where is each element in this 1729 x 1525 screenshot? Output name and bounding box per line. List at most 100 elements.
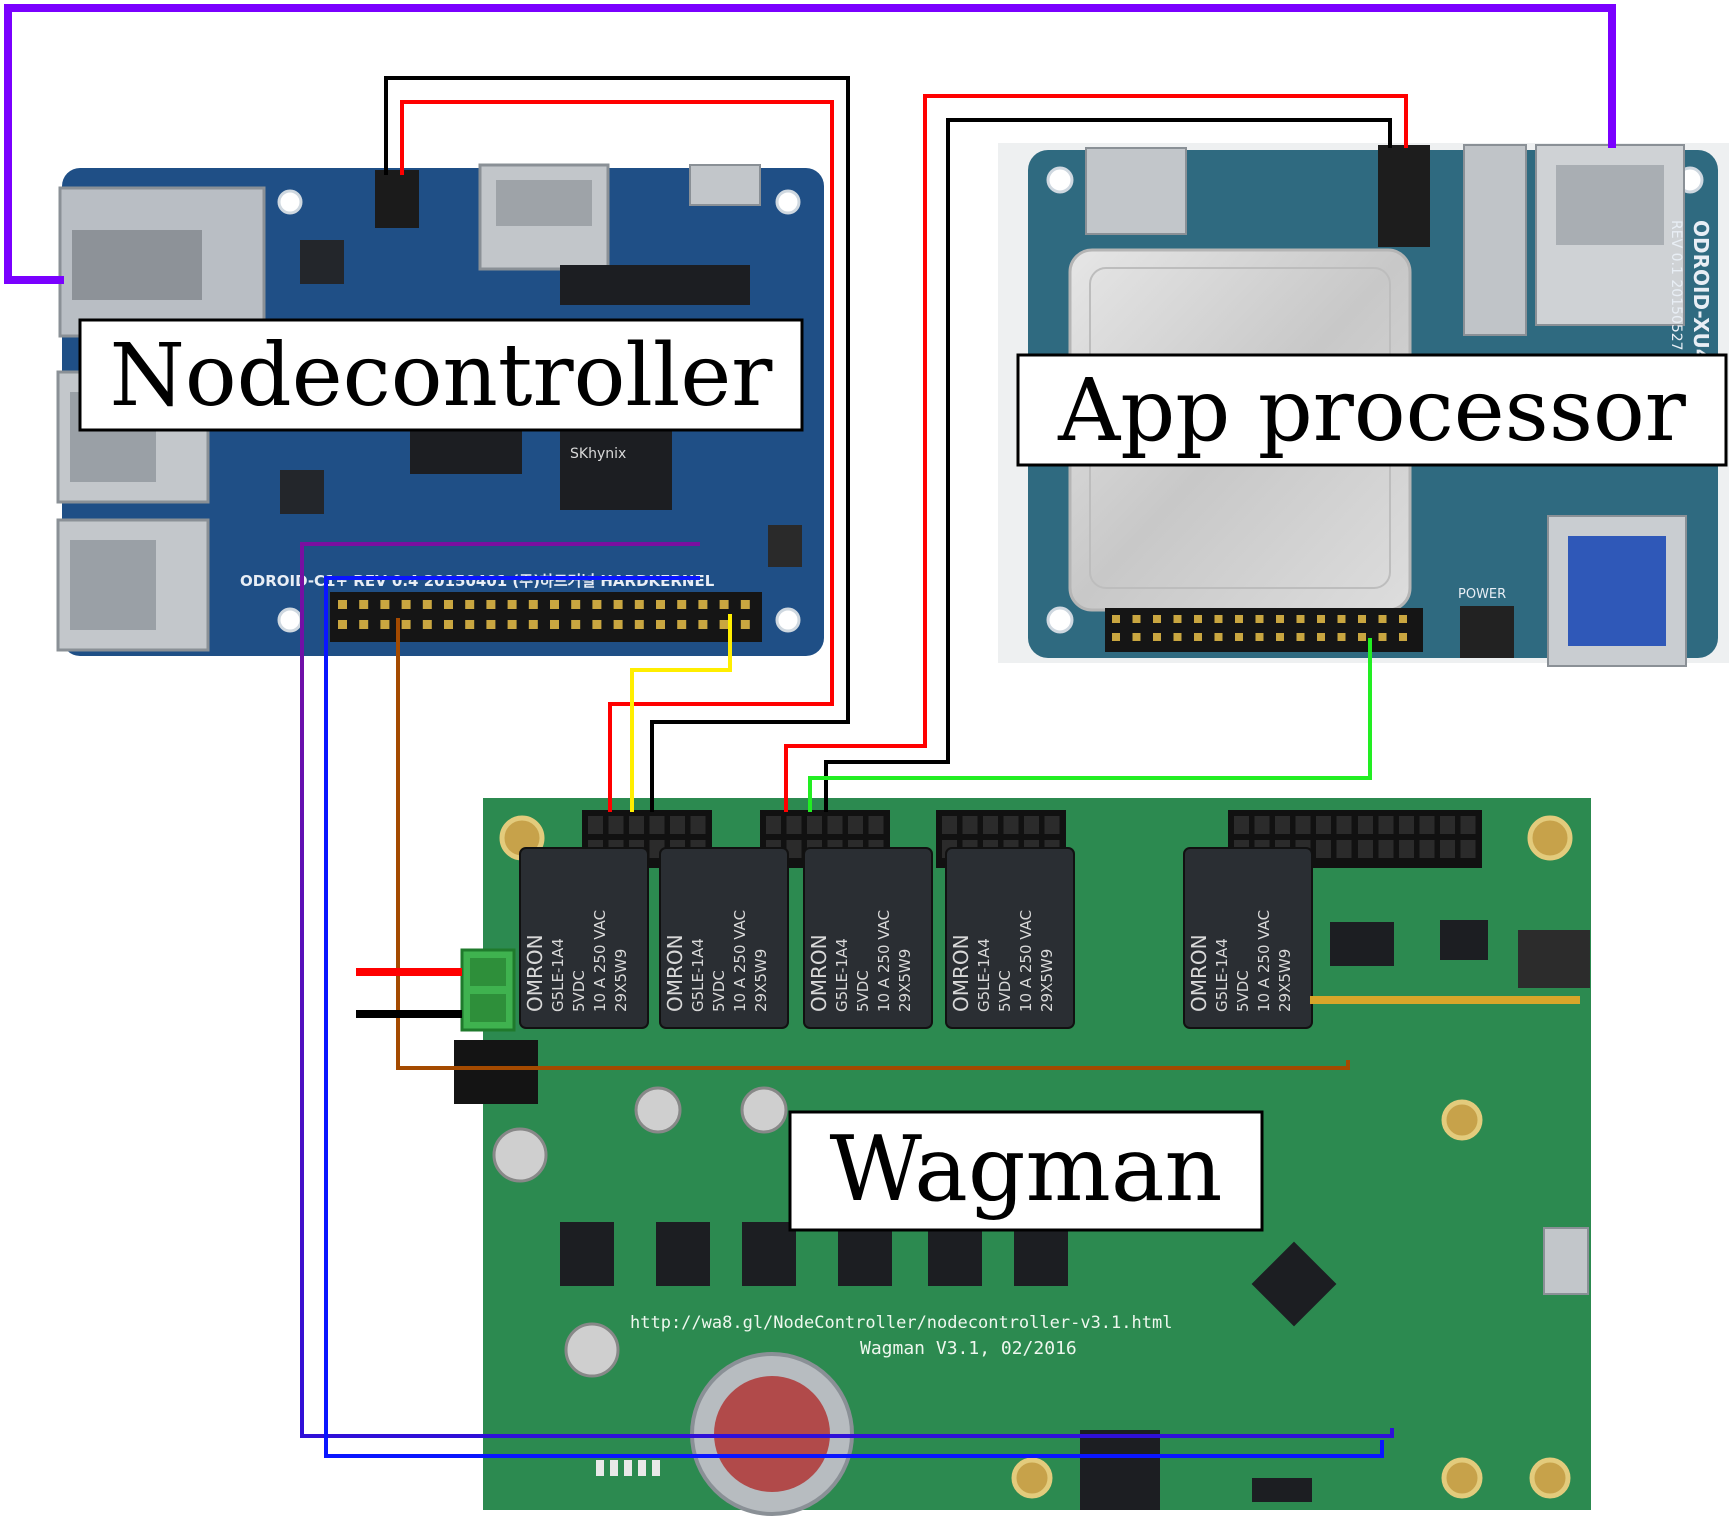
header-socket: [766, 816, 781, 834]
relay-marking: OMRON: [523, 934, 547, 1012]
c1-gpio-header: [330, 592, 762, 642]
ir-sensor: [1252, 1478, 1312, 1502]
gpio-pin: [677, 620, 687, 629]
gpio-pin: [592, 620, 602, 629]
relay-marking: 29X5W9: [1038, 949, 1056, 1012]
relay-marking: 10 A 250 VAC: [1255, 910, 1273, 1012]
header-socket: [1254, 816, 1270, 834]
label-nodecontroller: Nodecontroller: [78, 318, 804, 432]
relay-marking: 10 A 250 VAC: [591, 910, 609, 1012]
ethernet-port-opening: [72, 230, 202, 300]
barrel-jack: [454, 1040, 538, 1104]
gpio-pin: [338, 600, 347, 609]
gpio-pin: [719, 620, 729, 629]
mount-hole: [1527, 815, 1573, 861]
label-app-processor-text: App processor: [1057, 361, 1687, 461]
header-socket: [670, 816, 685, 834]
capacitor: [740, 1086, 788, 1134]
mount-hole: [1011, 1457, 1053, 1499]
omron-relay: [945, 847, 1075, 1029]
gpio-pin: [1132, 615, 1141, 623]
omron-relay: [1183, 847, 1313, 1029]
c1-gpio-pins: [338, 600, 750, 629]
xu4-gpio-pins: [1112, 615, 1407, 641]
header-socket: [1275, 816, 1290, 834]
mount-hole: [1529, 1457, 1571, 1499]
ir-receiver: [768, 525, 802, 567]
wire-purple: [300, 542, 1394, 1438]
hdmi-port-opening: [496, 180, 592, 226]
driver-chip: [928, 1222, 982, 1286]
screw-2: [470, 994, 506, 1022]
header-socket: [786, 816, 802, 834]
driver-chip: [560, 1222, 614, 1286]
gpio-pin: [1132, 633, 1141, 641]
gpio-pin: [550, 600, 559, 609]
gpio-pin: [1276, 633, 1284, 641]
gpio-pin: [1378, 615, 1387, 623]
gpio-pin: [1337, 615, 1346, 623]
header-socket: [807, 816, 822, 834]
driver-chip: [656, 1222, 710, 1286]
relay-marking: G5LE-1A4: [549, 938, 567, 1012]
gpio-pin: [634, 600, 644, 609]
relay-marking: 10 A 250 VAC: [731, 910, 749, 1012]
header-socket: [629, 816, 644, 834]
header-socket: [1003, 816, 1019, 834]
header-socket: [1460, 840, 1476, 858]
gpio-pin: [507, 620, 517, 629]
gpio-pin: [338, 620, 347, 629]
omron-relay: [659, 847, 789, 1029]
xu4-usb3-opening: [1568, 536, 1666, 646]
gpio-pin: [698, 620, 708, 629]
gpio-pin: [1194, 633, 1202, 641]
relay-marking: 5VDC: [996, 970, 1014, 1012]
relay-marking: OMRON: [807, 934, 831, 1012]
header-socket: [1336, 840, 1352, 858]
label-nodecontroller-box: [78, 318, 804, 432]
sensor-rod: [1310, 996, 1580, 1004]
wires: [4, 4, 1616, 1458]
ic-u12: [1440, 920, 1488, 960]
mount-hole: [277, 607, 303, 633]
gpio-pin: [1214, 633, 1223, 641]
relay-marking: OMRON: [663, 934, 687, 1012]
relay-marking: 5VDC: [710, 970, 728, 1012]
svg-text:SKhynix: SKhynix: [570, 446, 626, 462]
wire-brown: [396, 618, 1350, 1070]
ram-chip: [560, 430, 672, 510]
wagman-micro-usb: [1543, 1227, 1589, 1295]
mount-hole: [1441, 1099, 1483, 1141]
usb-port-2-opening: [70, 540, 156, 630]
status-leds: [596, 1460, 660, 1476]
xu4-silkscreen-title: ODROID-XU4: [1689, 220, 1713, 363]
gpio-pin: [1255, 633, 1264, 641]
small-chip: [300, 240, 344, 284]
gpio-pin: [1194, 615, 1202, 623]
gpio-pin: [1255, 615, 1264, 623]
gpio-pin: [359, 600, 369, 609]
header-socket: [1044, 816, 1060, 834]
status-led: [638, 1460, 646, 1476]
relay-marking: 29X5W9: [612, 949, 630, 1012]
header-socket: [786, 840, 802, 858]
header-socket: [1399, 816, 1414, 834]
gpio-pin: [528, 600, 538, 609]
xu4-hdmi-port: [1085, 147, 1187, 235]
gpio-pin: [571, 620, 581, 629]
gpio-pin: [1358, 615, 1366, 623]
label-wagman-box: [788, 1110, 1264, 1232]
header-socket: [942, 816, 957, 834]
header-socket: [1378, 840, 1394, 858]
side-connector-j4: [1518, 930, 1590, 988]
wire-signal-yellow: [630, 614, 732, 812]
relay-marking: 10 A 250 VAC: [1017, 910, 1035, 1012]
gpio-pin: [634, 620, 644, 629]
relay-marking: 5VDC: [854, 970, 872, 1012]
gpio-pin: [613, 620, 623, 629]
relay-marking: G5LE-1A4: [1213, 938, 1231, 1012]
gpio-pin: [1317, 633, 1325, 641]
dc-jack: [375, 170, 419, 228]
xu4-gpio-header: [1105, 608, 1423, 652]
